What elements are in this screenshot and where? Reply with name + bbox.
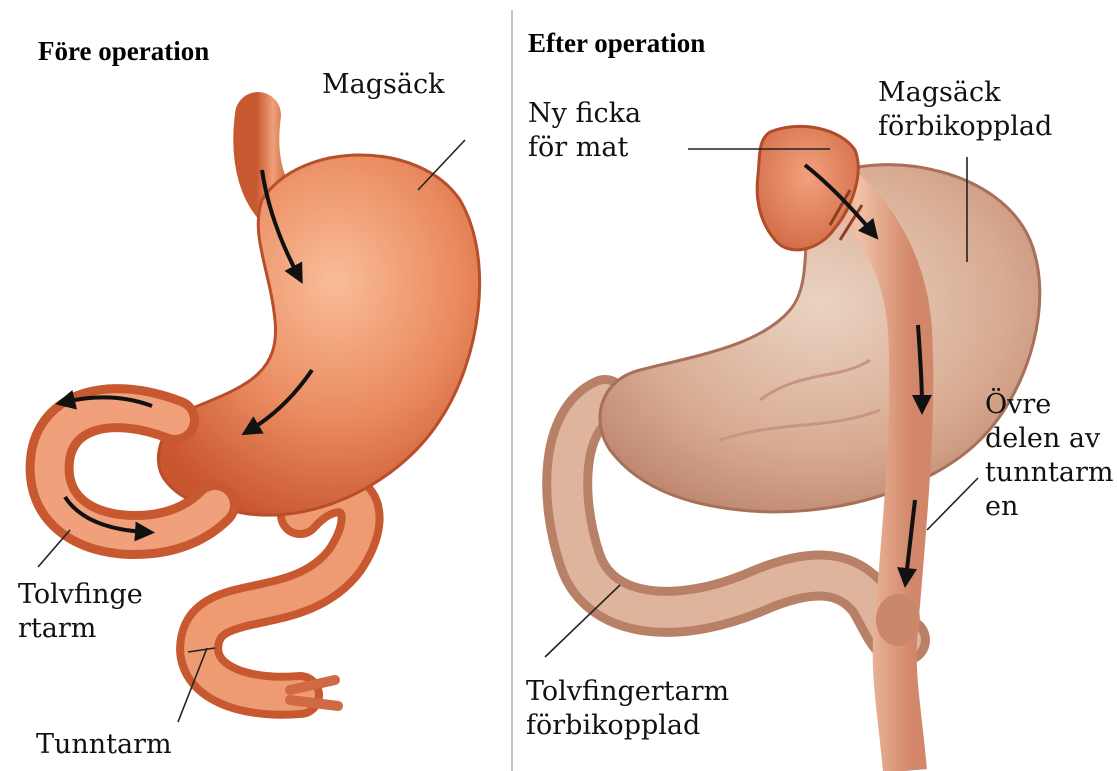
jejunum-leader-line	[927, 478, 978, 530]
duodenum-label-line1: Tolvfinge	[18, 578, 143, 612]
after-heading: Efter operation	[528, 28, 705, 59]
duodenum-label-line2: rtarm	[18, 612, 143, 646]
bypassed-stomach-label-line2: förbikopplad	[878, 110, 1052, 144]
jejunum-label-line1: Övre	[985, 388, 1113, 422]
before-heading: Före operation	[38, 36, 209, 67]
new-pouch-label: Ny ficka för mat	[528, 97, 641, 165]
jejunum-label-line4: en	[985, 490, 1113, 524]
bypassed-duodenum-label-line2: förbikopplad	[526, 709, 729, 743]
bypassed-duodenum-label-line1: Tolvfingertarm	[526, 675, 729, 709]
bypassed-duodenum-label: Tolvfingertarm förbikopplad	[526, 675, 729, 743]
jejunum-label: Övre delen av tunntarm en	[985, 388, 1113, 524]
new-pouch-label-line1: Ny ficka	[528, 97, 641, 131]
duodenum-leader-line	[38, 530, 70, 567]
jejunum-label-line3: tunntarm	[985, 456, 1113, 490]
duodenum-label: Tolvfinge rtarm	[18, 578, 143, 646]
bypassed-stomach-label-line1: Magsäck	[878, 76, 1052, 110]
stomach-label: Magsäck	[322, 68, 444, 102]
new-pouch-label-line2: för mat	[528, 131, 641, 165]
small-intestine-label: Tunntarm	[36, 728, 172, 762]
jejunum-label-line2: delen av	[985, 422, 1113, 456]
bypassed-stomach-label: Magsäck förbikopplad	[878, 76, 1052, 144]
